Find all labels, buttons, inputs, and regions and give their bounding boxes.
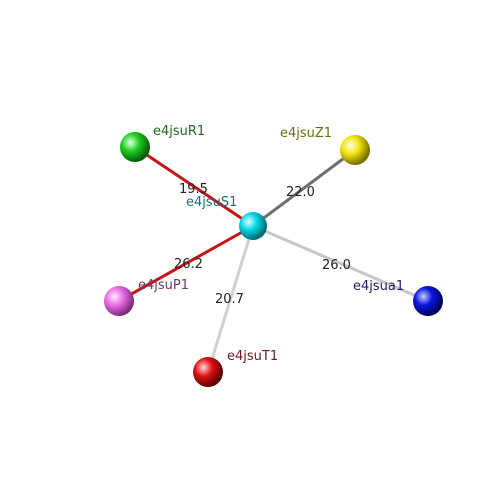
node-label-P1: e4jsuP1	[138, 278, 189, 293]
distance-label-R1: 19.5	[179, 182, 208, 197]
distance-label-T1: 20.7	[215, 292, 244, 307]
node-sphere-Z1	[340, 135, 370, 165]
distance-label-Z1: 22.0	[286, 185, 315, 200]
edge-S1-R1	[134, 145, 254, 228]
node-sphere-T1	[193, 357, 223, 387]
center-node-label: e4jsuS1	[186, 195, 237, 210]
distance-label-P1: 26.2	[174, 257, 203, 272]
node-label-R1: e4jsuR1	[153, 124, 205, 139]
center-node-sphere	[239, 212, 267, 240]
node-sphere-R1	[120, 132, 150, 162]
node-label-T1: e4jsuT1	[227, 349, 278, 364]
node-label-a1: e4jsua1	[353, 279, 404, 294]
edge-S1-P1	[118, 224, 254, 303]
edge-S1-Z1	[252, 148, 356, 228]
node-sphere-a1	[413, 286, 443, 316]
edge-S1-T1	[206, 225, 255, 373]
node-sphere-P1	[104, 286, 134, 316]
edge-S1-a1	[252, 224, 429, 303]
node-label-Z1: e4jsuZ1	[280, 126, 332, 141]
distance-label-a1: 26.0	[322, 258, 351, 273]
